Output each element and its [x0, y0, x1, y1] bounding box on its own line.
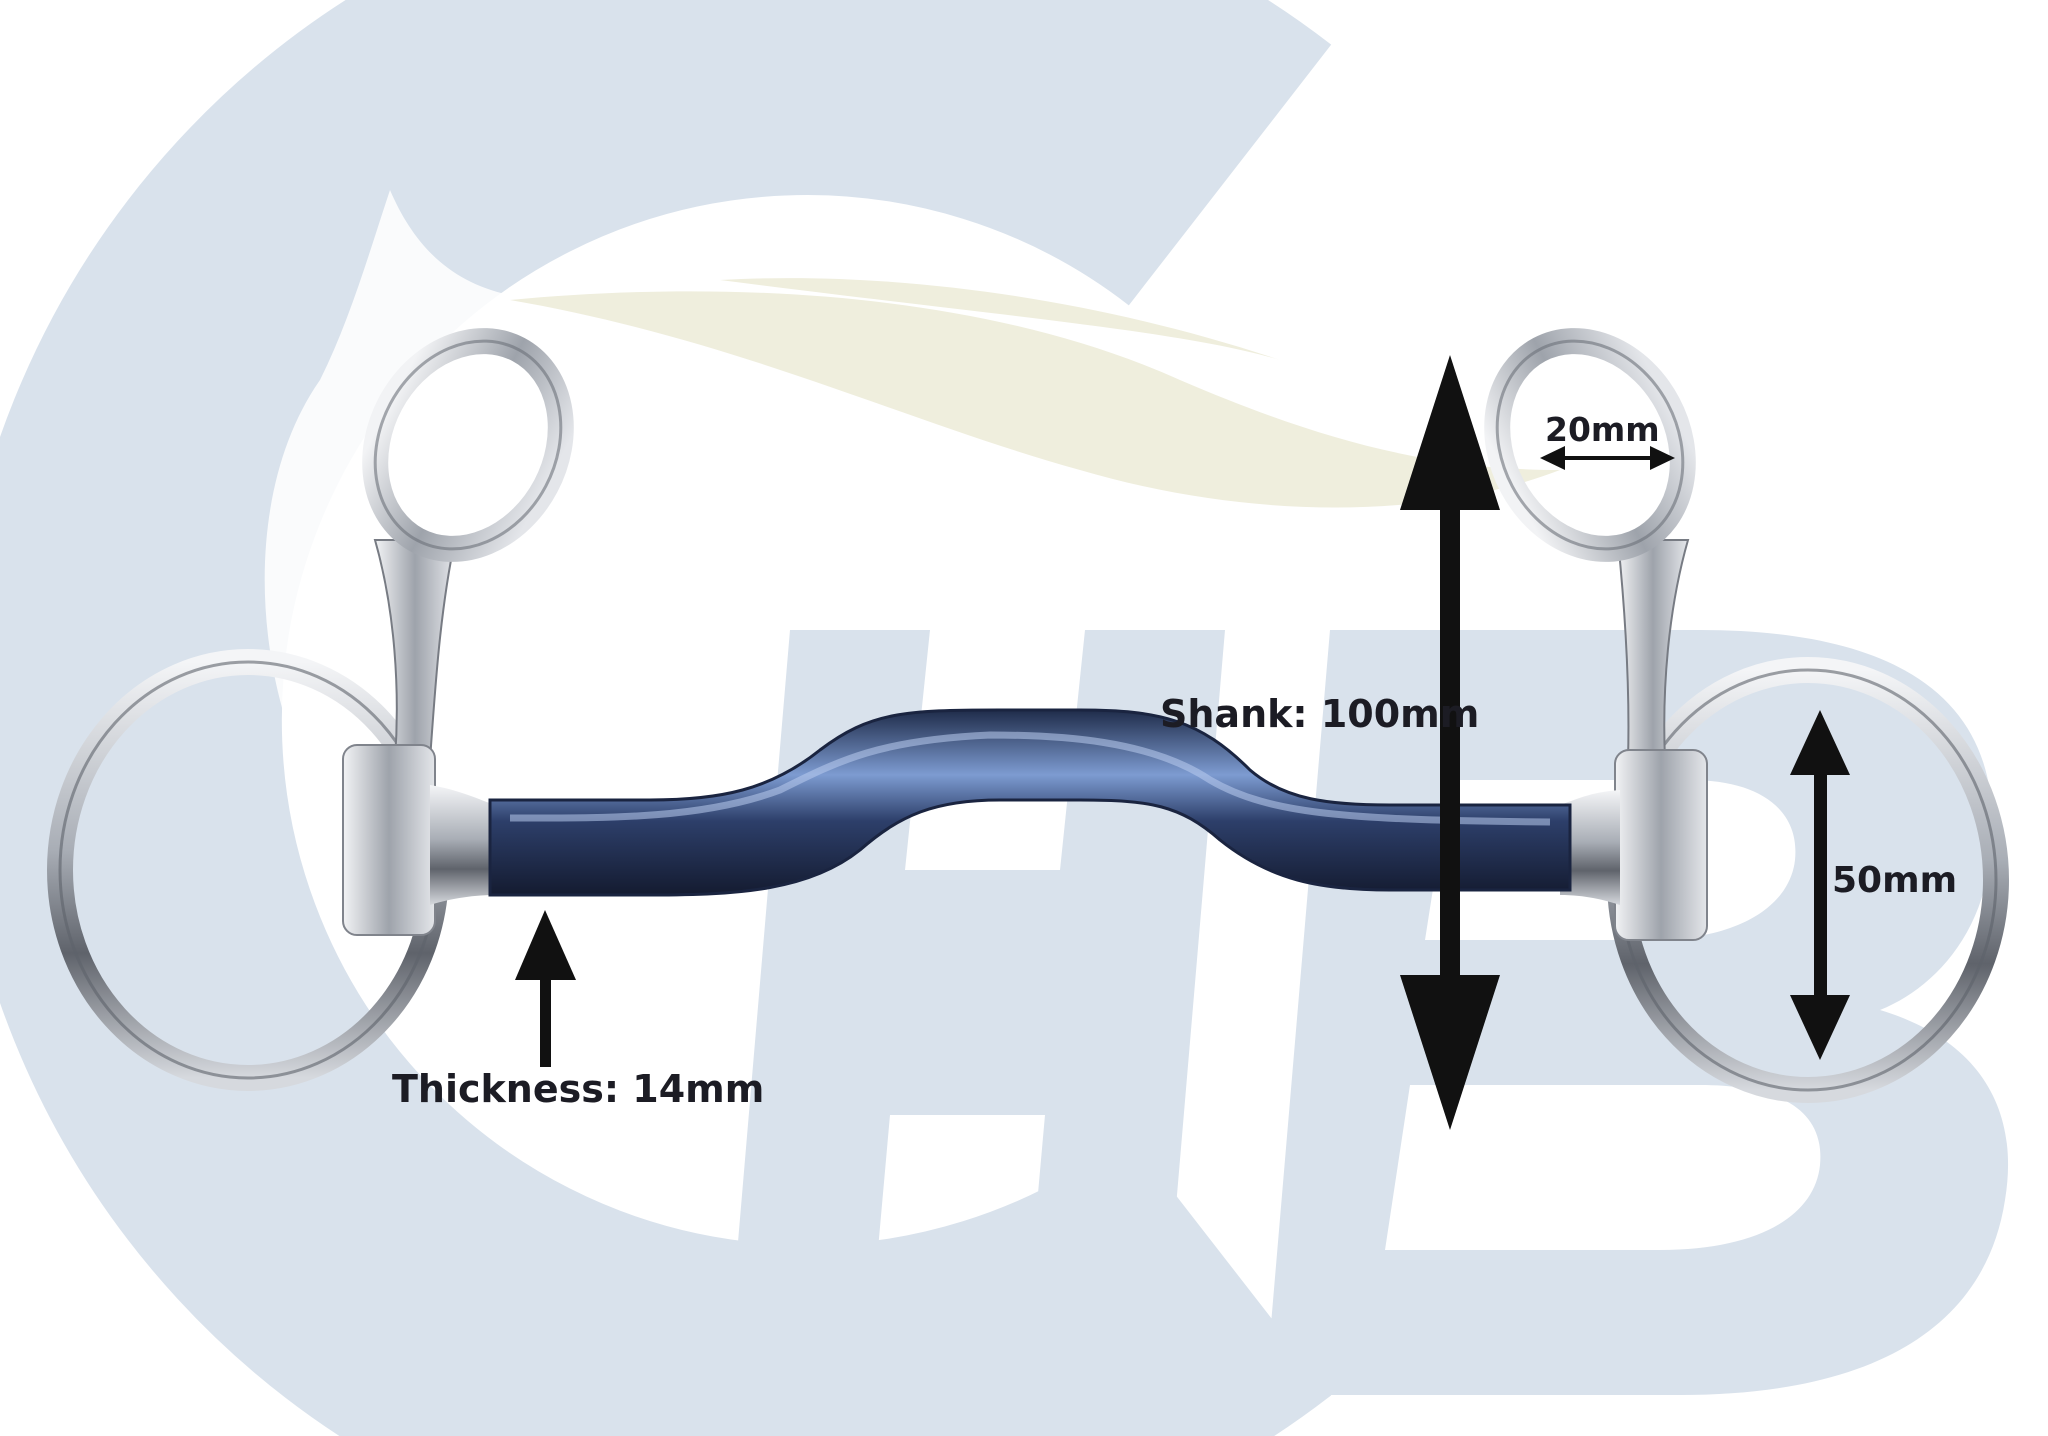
eye-width-label: 20mm: [1545, 410, 1660, 449]
ported-mouthpiece: [488, 708, 1572, 897]
right-barrel: [1614, 749, 1708, 941]
right-cheek: [1484, 328, 2009, 1103]
left-barrel: [342, 744, 436, 936]
shank-label: Shank: 100mm: [1160, 692, 1480, 736]
ring-height-label: 50mm: [1832, 860, 1958, 901]
thickness-arrow: [515, 910, 576, 1067]
left-cheek: [47, 328, 574, 1091]
horse-head-logo-icon: [264, 190, 632, 760]
thickness-label: Thickness: 14mm: [392, 1067, 765, 1111]
ring-height-arrow: [1790, 710, 1850, 1060]
watermark-swoosh-icon: [510, 291, 1560, 508]
shank-arrow: [1400, 355, 1500, 1130]
eye-width-arrow: [1540, 446, 1675, 470]
